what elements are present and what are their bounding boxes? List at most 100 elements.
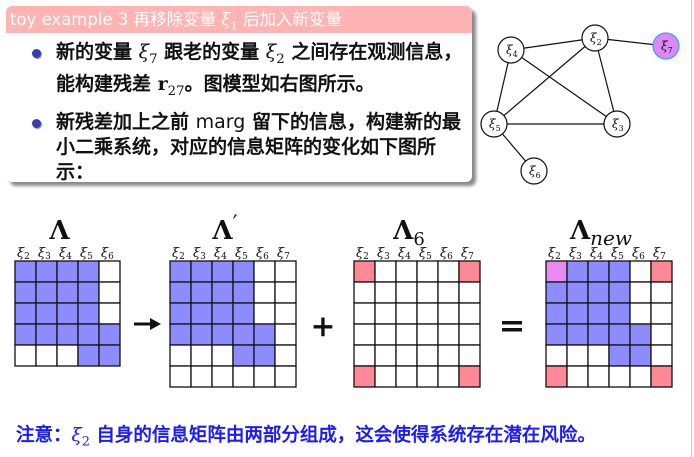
matrix-cell (395, 344, 418, 367)
matrix-cell (98, 302, 121, 325)
matrix-cell (629, 302, 652, 325)
matrix-cell (395, 260, 418, 283)
variable-symbol: ξ7 (138, 41, 158, 67)
matrix-title: Λnew (569, 216, 632, 250)
matrix-cell (274, 302, 297, 325)
matrix-cell (98, 281, 121, 304)
matrix-cell (629, 323, 652, 346)
matrix-cell (169, 281, 192, 304)
graph-edge-x4-x2 (510, 37, 596, 51)
column-label: ξ4 (214, 246, 227, 262)
matrix-cell (437, 281, 460, 304)
matrix-cell (190, 302, 213, 325)
matrix-cell (35, 302, 58, 325)
matrix-cell (253, 260, 276, 283)
matrix-cell (545, 323, 568, 346)
matrix-cell (650, 281, 673, 304)
matrix-cell (211, 302, 234, 325)
matrix-cell (650, 323, 673, 346)
graph-node-x7: ξ7 (652, 32, 680, 60)
matrix-cell (587, 365, 610, 388)
residual-symbol: r27 (157, 72, 185, 99)
matrix-cell (353, 281, 376, 304)
matrix-title: Λ6 (392, 216, 425, 250)
matrix-cell (14, 323, 37, 346)
graph-edge-x2-x3 (594, 37, 618, 125)
matrix-cell (587, 302, 610, 325)
matrix-cell (416, 281, 439, 304)
bullet-text: 新残差加上之前 (56, 110, 196, 133)
matrix-cell (437, 365, 460, 388)
matrix-cell (232, 260, 255, 283)
matrix-cell (169, 302, 192, 325)
column-label: ξ7 (653, 246, 666, 262)
matrix-cell (437, 344, 460, 367)
matrix-cell (545, 281, 568, 304)
matrix-cell (395, 323, 418, 346)
matrix-cell (253, 323, 276, 346)
matrix-cell (458, 323, 481, 346)
matrix-cell (566, 323, 589, 346)
column-label: ξ7 (277, 246, 290, 262)
bullet-item: 新的变量 ξ7 跟老的变量 ξ2 之间存在观测信息，能构建残差 r27。图模型如… (32, 40, 472, 104)
matrix-cell (56, 260, 79, 283)
variable-symbol: ξ2 (265, 41, 285, 67)
matrix-cell (353, 344, 376, 367)
matrix-cell (98, 323, 121, 346)
matrix-cell (374, 323, 397, 346)
matrix-cell (98, 344, 121, 367)
node-label: ξ3 (612, 117, 624, 133)
slide-right-border (691, 0, 692, 457)
column-label: ξ3 (569, 246, 582, 262)
matrix-cell (650, 302, 673, 325)
matrix-cell (253, 281, 276, 304)
matrix-cell (458, 302, 481, 325)
matrix-cell (56, 344, 79, 367)
matrix-cell (77, 260, 100, 283)
column-label: ξ2 (548, 246, 561, 262)
matrix-cell (274, 365, 297, 388)
matrix-cell (458, 365, 481, 388)
matrix-cell (587, 260, 610, 283)
column-label: ξ5 (235, 246, 248, 262)
matrix-cell (98, 260, 121, 283)
matrix-cell (232, 302, 255, 325)
matrix-cell (353, 323, 376, 346)
title-text: toy example 3 再移除变量 (10, 10, 222, 29)
bullet-icon (32, 118, 41, 128)
matrix-cell (374, 365, 397, 388)
column-label: ξ5 (419, 246, 432, 262)
matrix-cell (232, 323, 255, 346)
node-label: ξ7 (661, 39, 673, 55)
column-label: ξ6 (632, 246, 645, 262)
matrix-cell (253, 302, 276, 325)
matrix-cell (395, 365, 418, 388)
matrix-cell (232, 365, 255, 388)
bullet-icon (32, 49, 41, 58)
node-label: ξ4 (506, 43, 518, 59)
matrix-title: Λ′ (211, 212, 237, 246)
matrix-cell (190, 281, 213, 304)
node-circle (581, 24, 609, 52)
matrix-cell (169, 260, 192, 283)
matrix-cell (232, 281, 255, 304)
title-text-suffix: 后加入新变量 (237, 10, 343, 29)
matrix-cell (77, 302, 100, 325)
matrix-cell (416, 260, 439, 283)
matrix-cell (190, 344, 213, 367)
matrix-cell (14, 344, 37, 367)
matrix-cell (211, 260, 234, 283)
column-label: ξ6 (256, 246, 269, 262)
matrix-cell (35, 281, 58, 304)
matrix-cell (374, 281, 397, 304)
matrix-cell (169, 323, 192, 346)
graph-edge-x2-x5 (493, 37, 596, 125)
column-label: ξ7 (461, 246, 474, 262)
matrix-cell (35, 323, 58, 346)
title-variable: ξ1 (221, 10, 238, 33)
graph-node-x6: ξ6 (520, 157, 548, 185)
